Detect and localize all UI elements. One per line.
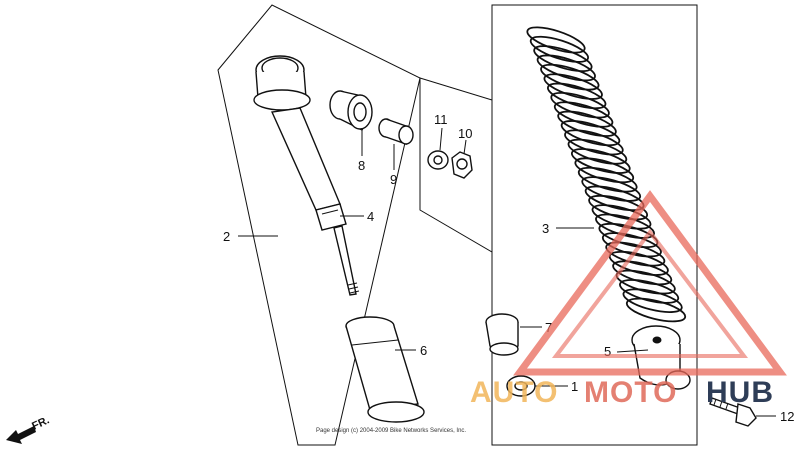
watermark-part-b: MOTO xyxy=(584,376,677,409)
spring-coil xyxy=(625,297,687,323)
bolt xyxy=(709,397,757,427)
watermark: AUTO MOTO HUB xyxy=(470,190,787,409)
spring-coil xyxy=(591,204,652,230)
callout-6: 6 xyxy=(420,343,427,358)
spring-coil xyxy=(536,54,596,82)
footer-note: Page design (c) 2004-2009 Bike Networks … xyxy=(316,428,466,434)
spring-coil xyxy=(533,45,593,73)
coil-spring xyxy=(526,26,687,323)
nut xyxy=(451,151,473,179)
washer xyxy=(427,150,449,170)
spring-coil xyxy=(574,157,635,184)
bushing xyxy=(329,90,373,131)
spring-coil xyxy=(601,232,662,258)
callout-2: 2 xyxy=(223,229,230,244)
collar xyxy=(378,118,414,145)
spring-coil xyxy=(560,120,621,147)
callout-12: 12 xyxy=(780,409,794,424)
spring-coil xyxy=(543,73,603,100)
spring-coil xyxy=(526,26,586,54)
callout-8: 8 xyxy=(358,158,365,173)
front-arrow-icon xyxy=(6,426,36,444)
callout-10: 10 xyxy=(458,126,472,141)
front-label: FR. xyxy=(30,414,51,432)
callout-1: 1 xyxy=(571,379,578,394)
callout-3: 3 xyxy=(542,221,549,236)
callout-5: 5 xyxy=(604,344,611,359)
watermark-part-c: HUB xyxy=(706,376,774,409)
stopper-rubber xyxy=(485,313,519,356)
lower-washer xyxy=(506,375,536,397)
spring-coil xyxy=(567,138,628,165)
spring-group-outline xyxy=(491,4,698,446)
spring-coil xyxy=(564,129,624,156)
spring-coil xyxy=(553,101,614,128)
watermark-triangle-icon xyxy=(513,190,787,376)
spring-coil xyxy=(577,166,638,193)
spring-coil xyxy=(557,110,617,137)
front-direction-marker: FR. xyxy=(6,414,51,444)
spring-coil xyxy=(588,194,649,221)
leader-lines xyxy=(238,127,776,417)
spring-coil xyxy=(550,92,610,119)
spring-coil xyxy=(612,260,673,286)
bushing-group-outline xyxy=(419,77,493,253)
spring-coil xyxy=(540,63,600,91)
shock-absorber xyxy=(253,55,360,296)
spring-coil xyxy=(622,288,683,313)
callout-11: 11 xyxy=(434,112,448,127)
callout-9: 9 xyxy=(390,172,397,187)
spring-coil xyxy=(570,148,631,174)
callout-4: 4 xyxy=(367,209,374,224)
spring-coil xyxy=(581,176,642,202)
spring-coil xyxy=(619,279,680,304)
rubber-boot xyxy=(345,316,425,423)
shock-group-outline xyxy=(217,4,421,446)
spring-coil xyxy=(547,82,607,110)
spring-coil xyxy=(529,35,589,63)
watermark-part-a: AUTO xyxy=(470,376,558,409)
